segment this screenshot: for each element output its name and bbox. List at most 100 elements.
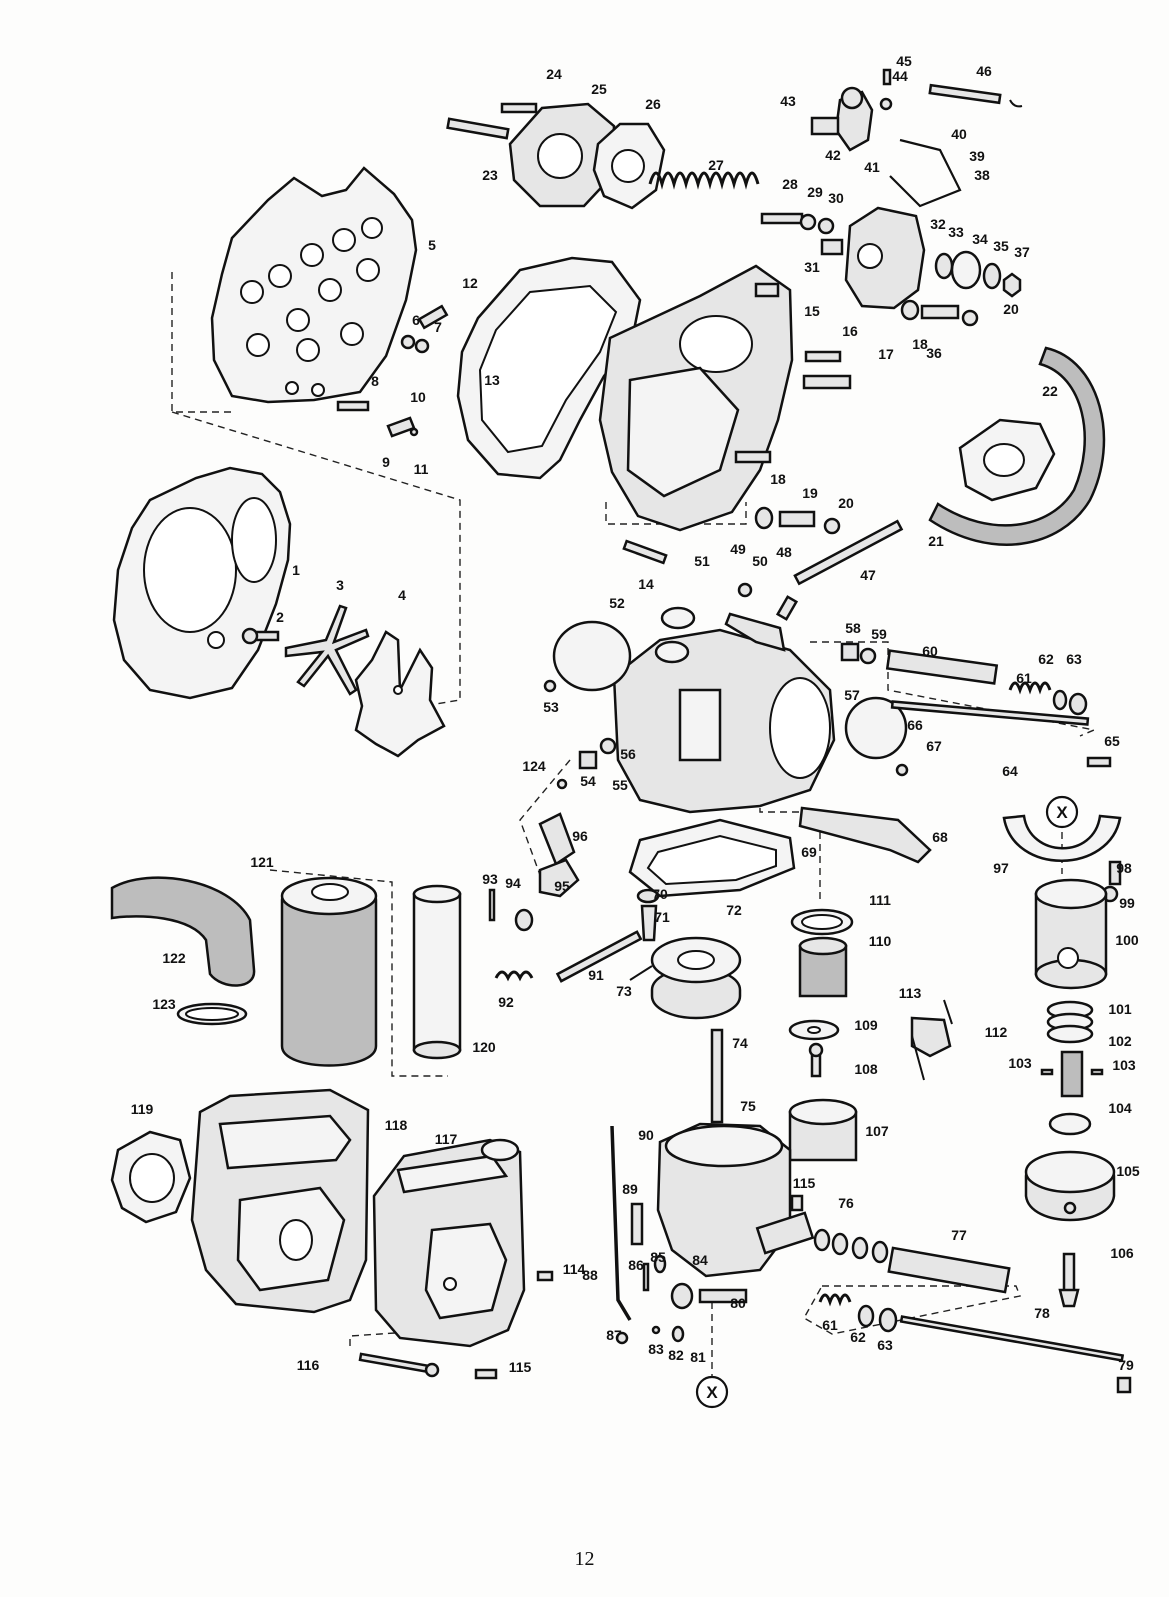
- plug-18-19-20: [754, 506, 841, 535]
- part-callout-96: 96: [572, 828, 588, 844]
- part-callout-68: 68: [932, 829, 948, 845]
- impeller-3: [284, 604, 370, 696]
- part-callout-85: 85: [650, 1249, 666, 1265]
- part-callout-114: 114: [563, 1261, 586, 1277]
- part-callout-102: 102: [1108, 1033, 1132, 1049]
- valve-parts-33-37: [900, 250, 1022, 327]
- part-callout-63: 63: [1066, 651, 1082, 667]
- part-callout-88: 88: [582, 1267, 598, 1283]
- part-callout-34: 34: [972, 231, 988, 247]
- part-callout-9: 9: [382, 454, 390, 470]
- part-callout-98: 98: [1116, 860, 1132, 876]
- long-screw-116: [358, 1352, 440, 1378]
- part-callout-46: 46: [976, 63, 992, 79]
- pin-8-clip-10: [336, 400, 419, 438]
- float-72-and-parts: [629, 888, 742, 1020]
- part-callout-65: 65: [1104, 733, 1120, 749]
- gasket-13: [456, 256, 642, 480]
- gasket-26: [592, 122, 666, 210]
- part-callout-120: 120: [472, 1039, 496, 1055]
- reference-marker-top: X: [1045, 795, 1079, 829]
- part-callout-2: 2: [276, 609, 284, 625]
- part-callout-71: 71: [654, 909, 670, 925]
- part-callout-112: 112: [985, 1024, 1008, 1040]
- part-callout-94: 94: [505, 875, 521, 891]
- filter-bowl-100: [1034, 878, 1108, 990]
- part-callout-64: 64: [1002, 763, 1018, 779]
- linkage-91-96: [488, 812, 643, 983]
- part-callout-92: 92: [498, 994, 514, 1010]
- part-callout-115: 115: [509, 1359, 532, 1375]
- guide-line: [171, 272, 232, 413]
- part-callout-113: 113: [899, 985, 922, 1001]
- part-callout-89: 89: [622, 1181, 638, 1197]
- part-callout-18: 18: [770, 471, 786, 487]
- part-callout-3: 3: [336, 577, 344, 593]
- part-callout-18: 18: [912, 336, 928, 352]
- part-callout-90: 90: [638, 1127, 654, 1143]
- part-callout-28: 28: [782, 176, 798, 192]
- rod-88-90: [610, 1125, 644, 1345]
- hose-21: [928, 346, 1106, 546]
- part-callout-80: 80: [730, 1295, 746, 1311]
- part-callout-123: 123: [152, 996, 176, 1012]
- part-callout-16: 16: [842, 323, 858, 339]
- part-callout-41: 41: [864, 159, 880, 175]
- bolt-12: [400, 304, 449, 354]
- part-callout-44: 44: [892, 68, 908, 84]
- throttle-shaft-47-51: [660, 519, 904, 652]
- part-callout-20: 20: [838, 495, 854, 511]
- part-callout-119: 119: [131, 1101, 154, 1117]
- part-callout-32: 32: [930, 216, 946, 232]
- part-callout-45: 45: [896, 53, 912, 69]
- guide-line: [269, 869, 448, 1077]
- choke-plate-66: [844, 696, 909, 777]
- part-callout-13: 13: [484, 372, 500, 388]
- part-callout-70: 70: [652, 886, 668, 902]
- part-callout-79: 79: [1118, 1357, 1134, 1373]
- part-callout-74: 74: [732, 1035, 748, 1051]
- spring-27: [648, 171, 760, 190]
- gasket-1: [112, 466, 292, 700]
- part-callout-51: 51: [694, 553, 710, 569]
- diaphragm-plate-5: [210, 166, 418, 404]
- gasket-104-bowl-105: [1024, 1112, 1116, 1222]
- part-callout-93: 93: [482, 871, 498, 887]
- part-callout-107: 107: [865, 1123, 889, 1139]
- part-callout-124: 124: [522, 758, 546, 774]
- part-callout-100: 100: [1115, 932, 1139, 948]
- part-callout-26: 26: [645, 96, 661, 112]
- part-callout-91: 91: [588, 967, 604, 983]
- drain-screw-106: [1058, 1252, 1080, 1308]
- screw-23-24: [446, 102, 538, 140]
- part-callout-52: 52: [609, 595, 625, 611]
- screw-14: [622, 539, 668, 565]
- part-callout-75: 75: [740, 1098, 756, 1114]
- part-callout-78: 78: [1034, 1305, 1050, 1321]
- part-callout-39: 39: [969, 148, 985, 164]
- clamp-123: [176, 1002, 248, 1026]
- part-callout-6: 6: [412, 312, 420, 328]
- part-callout-8: 8: [371, 373, 379, 389]
- part-callout-67: 67: [926, 738, 942, 754]
- gasket-22: [958, 418, 1056, 502]
- part-callout-60: 60: [922, 643, 938, 659]
- part-callout-103: 103: [1008, 1055, 1032, 1071]
- part-callout-87: 87: [606, 1327, 622, 1343]
- guide-line: [519, 759, 571, 876]
- part-callout-4: 4: [398, 587, 406, 603]
- part-callout-12: 12: [462, 275, 478, 291]
- part-callout-54: 54: [580, 773, 596, 789]
- main-jet-76-79: [790, 1194, 1132, 1394]
- part-callout-29: 29: [807, 184, 823, 200]
- part-callout-99: 99: [1119, 895, 1135, 911]
- part-callout-109: 109: [854, 1017, 878, 1033]
- part-callout-11: 11: [414, 461, 429, 477]
- part-callout-118: 118: [385, 1117, 408, 1133]
- part-callout-95: 95: [554, 878, 570, 894]
- part-callout-40: 40: [951, 126, 967, 142]
- clip-112-113: [910, 999, 953, 1081]
- part-callout-63: 63: [877, 1337, 893, 1353]
